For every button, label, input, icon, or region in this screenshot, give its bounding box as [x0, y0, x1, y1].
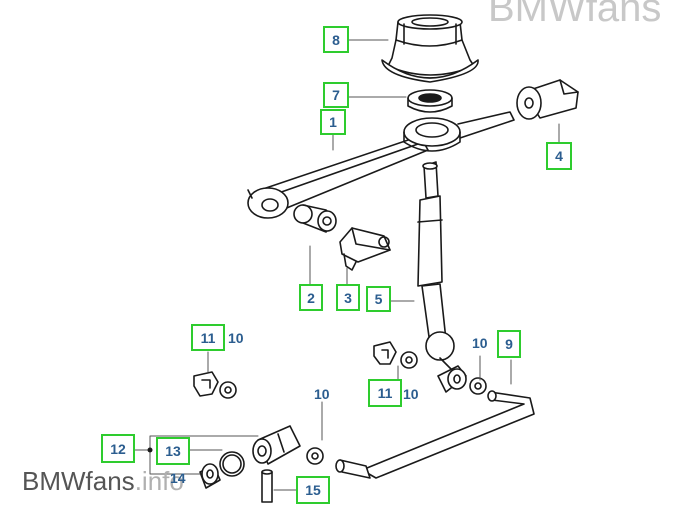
sleeve-part-2 — [293, 204, 337, 233]
junction-dot — [147, 447, 153, 453]
bushing-block-part-4 — [516, 79, 579, 120]
watermark-bottom: BMWfans.info — [22, 466, 184, 497]
bushing-part-14 — [199, 463, 221, 489]
boot-part-8 — [381, 14, 479, 83]
callout-11-left[interactable]: 11 — [191, 324, 225, 351]
label-10-right[interactable]: 10 — [472, 335, 488, 351]
selector-shaft-part-9 — [335, 365, 535, 479]
callout-11-right[interactable]: 11 — [368, 379, 402, 407]
bracket-part-3 — [339, 227, 391, 271]
callout-3[interactable]: 3 — [336, 284, 360, 311]
shift-arm-part-1 — [247, 111, 515, 219]
washers-part-10 — [219, 351, 487, 465]
label-14[interactable]: 14 — [170, 470, 186, 486]
callout-5[interactable]: 5 — [366, 286, 391, 312]
clips-part-11 — [193, 341, 397, 397]
callout-9[interactable]: 9 — [497, 330, 521, 358]
callout-2[interactable]: 2 — [299, 284, 323, 311]
watermark-bottom-suffix: .info — [134, 466, 184, 496]
watermark-top: BMWfans — [488, 0, 662, 30]
callout-8[interactable]: 8 — [323, 26, 349, 53]
watermark-bottom-main: BMWfans — [22, 466, 135, 496]
leader-lines — [134, 39, 560, 491]
label-10-middle[interactable]: 10 — [314, 386, 330, 402]
label-10-by-11[interactable]: 10 — [403, 386, 419, 402]
pin-part-15 — [261, 469, 273, 503]
label-10-left[interactable]: 10 — [228, 330, 244, 346]
callout-7[interactable]: 7 — [323, 82, 349, 108]
callout-1[interactable]: 1 — [320, 109, 346, 135]
callout-15[interactable]: 15 — [296, 476, 330, 504]
coupling-part-13 — [219, 425, 301, 477]
callout-12[interactable]: 12 — [101, 434, 135, 463]
gear-lever-part-5 — [417, 161, 455, 371]
callout-13[interactable]: 13 — [156, 437, 190, 465]
callout-4[interactable]: 4 — [546, 142, 572, 170]
bushing-part-7 — [407, 89, 453, 113]
